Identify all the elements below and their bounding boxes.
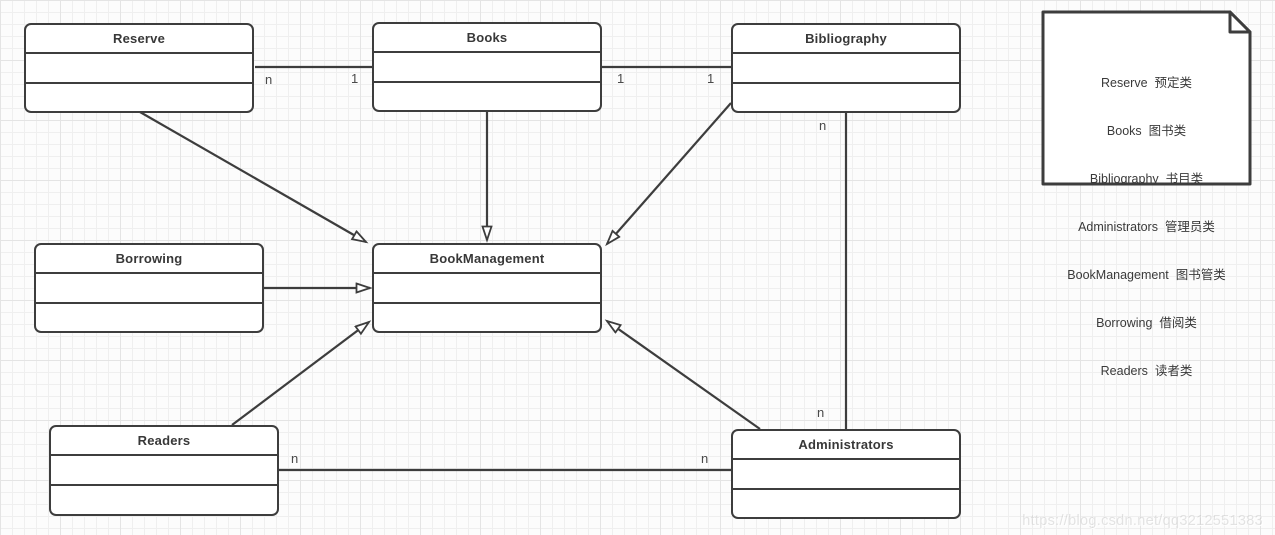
edge-administrators-bookmanagement[interactable] — [607, 321, 761, 430]
class-methods-compartment — [374, 304, 600, 331]
note-legend: Reserve 预定类 Books 图书类 Bibliography 书目类 A… — [1043, 43, 1250, 411]
note-line: Borrowing 借阅类 — [1096, 316, 1197, 330]
note-line: BookManagement 图书管类 — [1067, 268, 1226, 282]
multiplicity-label: n — [817, 405, 825, 420]
multiplicity-label: n — [265, 72, 273, 87]
multiplicity-label: n — [291, 451, 299, 466]
class-box-reserve[interactable]: Reserve — [24, 23, 254, 113]
class-methods-compartment — [36, 304, 262, 331]
class-box-books[interactable]: Books — [372, 22, 602, 112]
multiplicity-label: 1 — [351, 71, 359, 86]
class-attributes-compartment — [51, 456, 277, 486]
class-title: Readers — [51, 427, 277, 456]
class-box-bibliography[interactable]: Bibliography — [731, 23, 961, 113]
class-attributes-compartment — [36, 274, 262, 304]
multiplicity-label: 1 — [617, 71, 625, 86]
class-box-borrowing[interactable]: Borrowing — [34, 243, 264, 333]
class-attributes-compartment — [374, 53, 600, 83]
class-title: Administrators — [733, 431, 959, 460]
watermark-text: https://blog.csdn.net/qq3212551383 — [1022, 513, 1263, 529]
class-title: Bibliography — [733, 25, 959, 54]
class-attributes-compartment — [733, 460, 959, 490]
class-title: Books — [374, 24, 600, 53]
class-methods-compartment — [733, 84, 959, 111]
multiplicity-label: 1 — [707, 71, 715, 86]
class-box-administrators[interactable]: Administrators — [731, 429, 961, 519]
class-attributes-compartment — [26, 54, 252, 84]
edge-bibliography-bookmanagement[interactable] — [607, 102, 732, 244]
multiplicity-label: n — [819, 118, 827, 133]
note-fold-icon — [1228, 10, 1252, 34]
class-title: Borrowing — [36, 245, 262, 274]
class-methods-compartment — [374, 83, 600, 110]
class-attributes-compartment — [733, 54, 959, 84]
edge-reserve-bookmanagement[interactable] — [139, 111, 366, 242]
class-box-bookmanagement[interactable]: BookManagement — [372, 243, 602, 333]
note-shape[interactable] — [1041, 10, 1253, 187]
class-methods-compartment — [26, 84, 252, 111]
class-title: BookManagement — [374, 245, 600, 274]
note-line: Books 图书类 — [1106, 124, 1187, 138]
class-title: Reserve — [26, 25, 252, 54]
class-box-readers[interactable]: Readers — [49, 425, 279, 516]
note-line: Administrators 管理员类 — [1078, 220, 1215, 234]
class-methods-compartment — [51, 486, 277, 514]
edge-readers-bookmanagement[interactable] — [231, 322, 369, 426]
note-line: Reserve 预定类 — [1101, 76, 1192, 90]
note-line: Bibliography 书目类 — [1089, 172, 1204, 186]
class-attributes-compartment — [374, 274, 600, 304]
multiplicity-label: n — [701, 451, 709, 466]
note-line: Readers 读者类 — [1100, 364, 1193, 378]
class-methods-compartment — [733, 490, 959, 517]
